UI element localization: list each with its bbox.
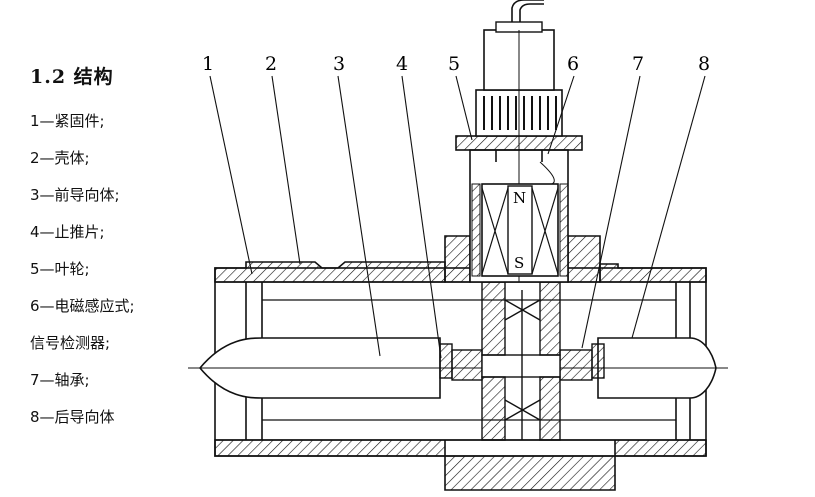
callout-2: 2 bbox=[265, 53, 277, 75]
callout-4: 4 bbox=[396, 53, 408, 75]
callout-1: 1 bbox=[202, 53, 214, 75]
callout-8: 8 bbox=[698, 53, 710, 75]
impeller-shaft bbox=[481, 354, 561, 378]
pole-north-label: N bbox=[513, 189, 526, 207]
legend-item-2: 2—壳体; bbox=[30, 149, 90, 167]
legend-item-3: 3—前导向体; bbox=[30, 186, 120, 204]
legend-item-7: 7—轴承; bbox=[30, 371, 90, 389]
legend-item-6-cont: 信号检测器; bbox=[30, 334, 111, 352]
section-title: 1.2 结构 bbox=[30, 66, 114, 88]
thrust-bearing-set bbox=[439, 343, 605, 381]
impeller-blade-edges bbox=[504, 290, 541, 440]
legend-item-6: 6—电磁感应式; bbox=[30, 297, 135, 315]
pole-south-label: S bbox=[514, 254, 524, 272]
callout-numbers: 1 2 3 4 5 6 7 8 bbox=[202, 53, 710, 75]
legend-item-4: 4—止推片; bbox=[30, 223, 105, 241]
sensor-assembly bbox=[455, 0, 583, 283]
impeller-blades bbox=[481, 281, 561, 441]
legend-item-1: 1—紧固件; bbox=[30, 112, 105, 130]
bore-lines bbox=[262, 299, 676, 421]
callout-5: 5 bbox=[448, 53, 460, 75]
legend-item-5: 5—叶轮; bbox=[30, 260, 90, 278]
legend-item-8: 8—后导向体 bbox=[30, 408, 115, 426]
parts-legend: 1.2 结构 1—紧固件; 2—壳体; 3—前导向体; 4—止推片; 5—叶轮;… bbox=[30, 62, 200, 436]
callout-6: 6 bbox=[567, 53, 579, 75]
callout-7: 7 bbox=[632, 53, 644, 75]
callout-leaders bbox=[209, 75, 706, 359]
callout-3: 3 bbox=[333, 53, 345, 75]
